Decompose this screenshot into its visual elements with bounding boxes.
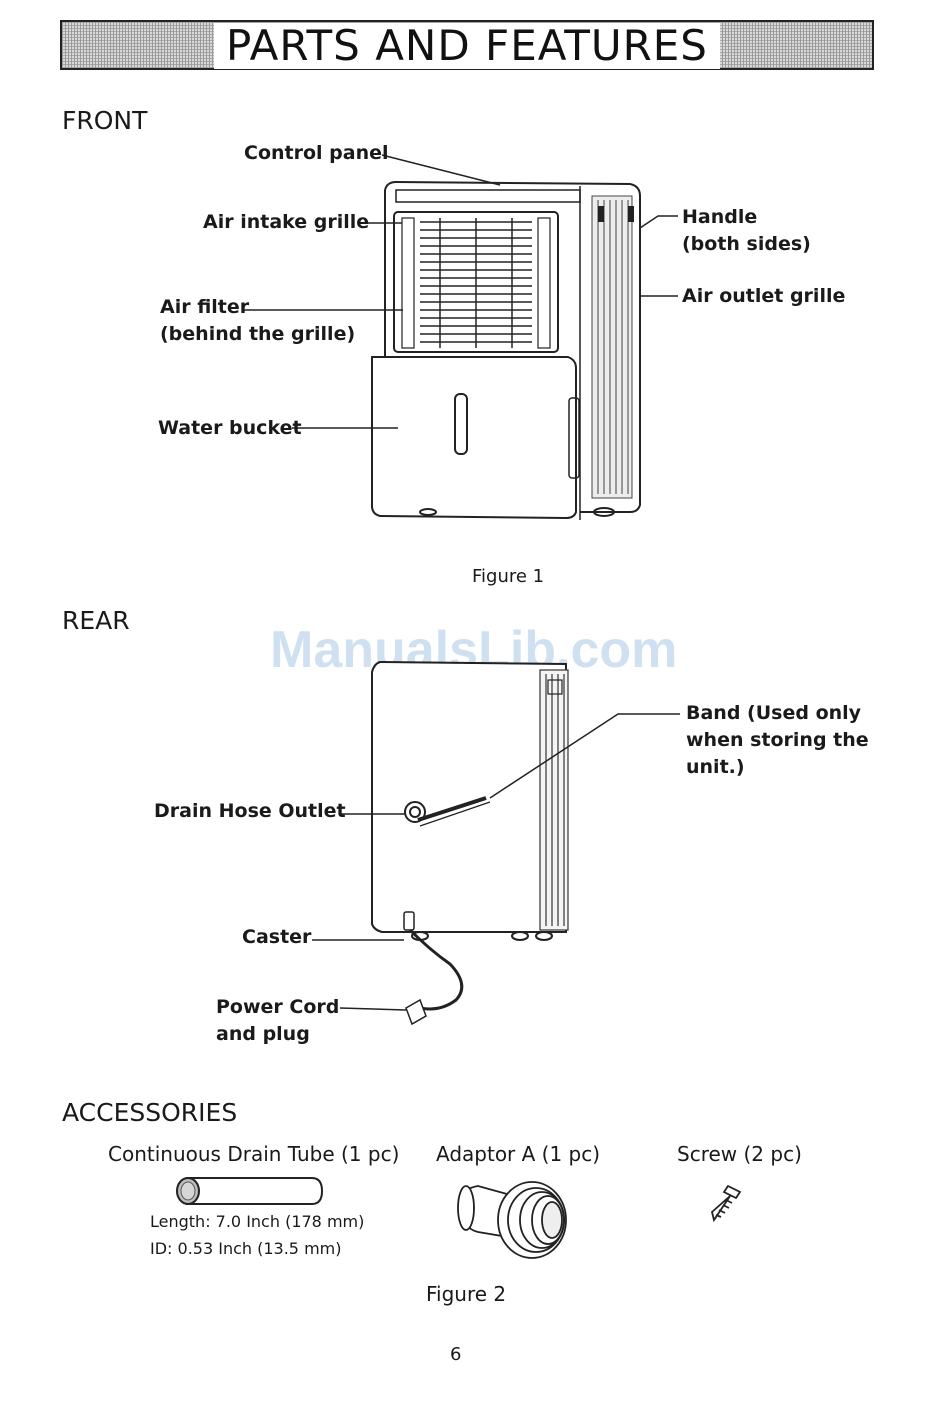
adaptor-title: Adaptor A (1 pc) — [436, 1142, 601, 1166]
drain-tube-length: Length: 7.0 Inch (178 mm) — [150, 1212, 365, 1231]
figure-1-caption: Figure 1 — [472, 566, 545, 587]
handle-label-line2: (both sides) — [682, 233, 811, 255]
rear-heading: REAR — [62, 606, 130, 635]
drain-tube-specs: Length: 7.0 Inch (178 mm) ID: 0.53 Inch … — [150, 1208, 364, 1262]
drain-hose-outlet-label: Drain Hose Outlet — [154, 800, 346, 822]
band-label: Band (Used only when storing the unit.) — [686, 700, 869, 781]
band-label-line2: when storing the — [686, 729, 869, 751]
power-cord-label-line2: and plug — [216, 1023, 310, 1045]
power-cord-label: Power Cord and plug — [216, 994, 339, 1048]
air-outlet-grille-label: Air outlet grille — [682, 285, 846, 307]
control-panel-label: Control panel — [244, 142, 389, 164]
screw-title: Screw (2 pc) — [677, 1142, 802, 1166]
band-label-line1: Band (Used only — [686, 702, 862, 724]
air-intake-grille-label: Air intake grille — [203, 211, 370, 233]
front-unit-illustration — [244, 154, 678, 520]
air-filter-label-line1: Air filter — [160, 296, 250, 318]
water-bucket-label: Water bucket — [158, 417, 302, 439]
air-filter-label: Air filter (behind the grille) — [160, 294, 355, 348]
screw-illustration — [710, 1184, 742, 1223]
title-banner: PARTS AND FEATURES — [60, 20, 874, 70]
power-cord-label-line1: Power Cord — [216, 996, 340, 1018]
handle-label: Handle (both sides) — [682, 204, 811, 258]
figure-2-caption: Figure 2 — [426, 1282, 507, 1306]
adaptor-illustration — [457, 1181, 567, 1259]
caster-label: Caster — [242, 926, 312, 948]
drain-tube-id: ID: 0.53 Inch (13.5 mm) — [150, 1239, 342, 1258]
air-filter-label-line2: (behind the grille) — [160, 323, 356, 345]
drain-tube-illustration — [176, 1177, 324, 1205]
drain-tube-title: Continuous Drain Tube (1 pc) — [108, 1142, 400, 1166]
front-heading: FRONT — [62, 106, 148, 135]
handle-label-line1: Handle — [682, 206, 758, 228]
rear-unit-illustration — [312, 660, 680, 1026]
accessories-heading: ACCESSORIES — [62, 1098, 238, 1127]
page-number: 6 — [450, 1344, 462, 1365]
band-label-line3: unit.) — [686, 756, 745, 778]
page-title: PARTS AND FEATURES — [214, 23, 720, 69]
